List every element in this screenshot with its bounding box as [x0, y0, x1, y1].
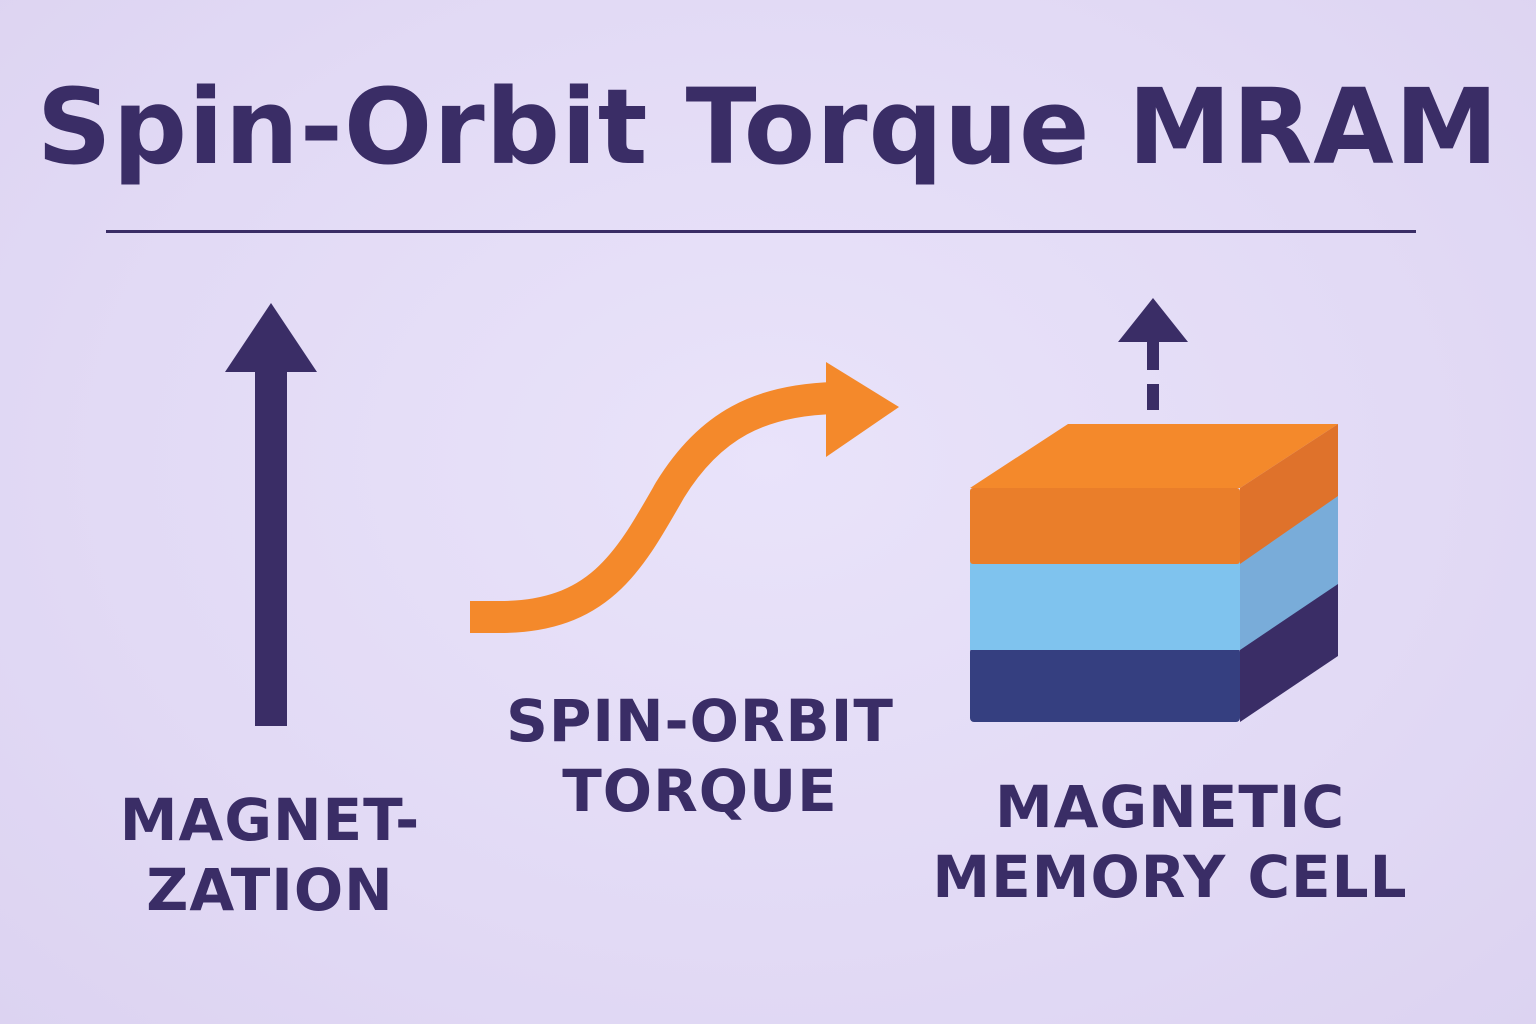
page-title: Spin-Orbit Torque MRAM [36, 66, 1500, 188]
magnetization-label: MAGNET- ZATION [119, 786, 421, 924]
cube-middle-side [1240, 494, 1338, 650]
title-divider [106, 230, 1416, 233]
cube-top-layer [970, 488, 1240, 564]
cube-bottom-side [1240, 582, 1338, 722]
cube-top-side [1240, 424, 1338, 564]
spin-orbit-torque-label: SPIN-ORBIT TORQUE [506, 687, 894, 825]
layered-cube-icon [970, 424, 1338, 722]
cube-middle-layer [970, 562, 1240, 650]
cube-bottom-layer [970, 648, 1240, 722]
cube-top-face [970, 424, 1338, 488]
curved-arrow-icon [470, 362, 899, 633]
memory-cell-label: MAGNETIC MEMORY CELL [932, 773, 1408, 911]
up-arrow-icon [225, 303, 317, 726]
